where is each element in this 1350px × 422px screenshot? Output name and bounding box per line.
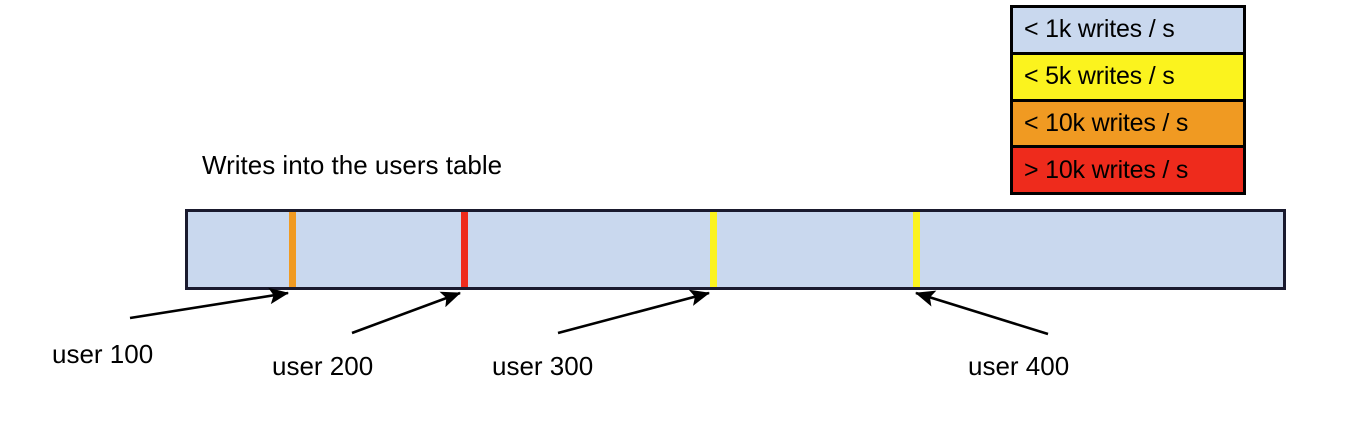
users-table-track bbox=[185, 209, 1286, 290]
legend-label-3: > 10k writes / s bbox=[1024, 155, 1189, 184]
legend-row-3: > 10k writes / s bbox=[1013, 148, 1243, 192]
legend-row-0: < 1k writes / s bbox=[1013, 8, 1243, 55]
user-200-marker bbox=[461, 212, 468, 287]
user-400-marker bbox=[913, 212, 920, 287]
user-100-marker bbox=[289, 212, 296, 287]
chart-title: Writes into the users table bbox=[202, 150, 503, 180]
legend: < 1k writes / s < 5k writes / s < 10k wr… bbox=[1010, 5, 1246, 195]
callout-label-user-300: user 300 bbox=[492, 351, 594, 381]
callout-label-user-400: user 400 bbox=[968, 351, 1070, 381]
legend-label-1: < 5k writes / s bbox=[1024, 62, 1175, 91]
legend-label-0: < 1k writes / s bbox=[1024, 15, 1175, 44]
legend-row-2: < 10k writes / s bbox=[1013, 101, 1243, 149]
callout-label-user-200: user 200 bbox=[272, 351, 374, 381]
legend-label-2: < 10k writes / s bbox=[1024, 108, 1189, 137]
callout-label-user-100: user 100 bbox=[52, 339, 154, 369]
legend-row-1: < 5k writes / s bbox=[1013, 54, 1243, 102]
user-300-marker bbox=[710, 212, 717, 287]
